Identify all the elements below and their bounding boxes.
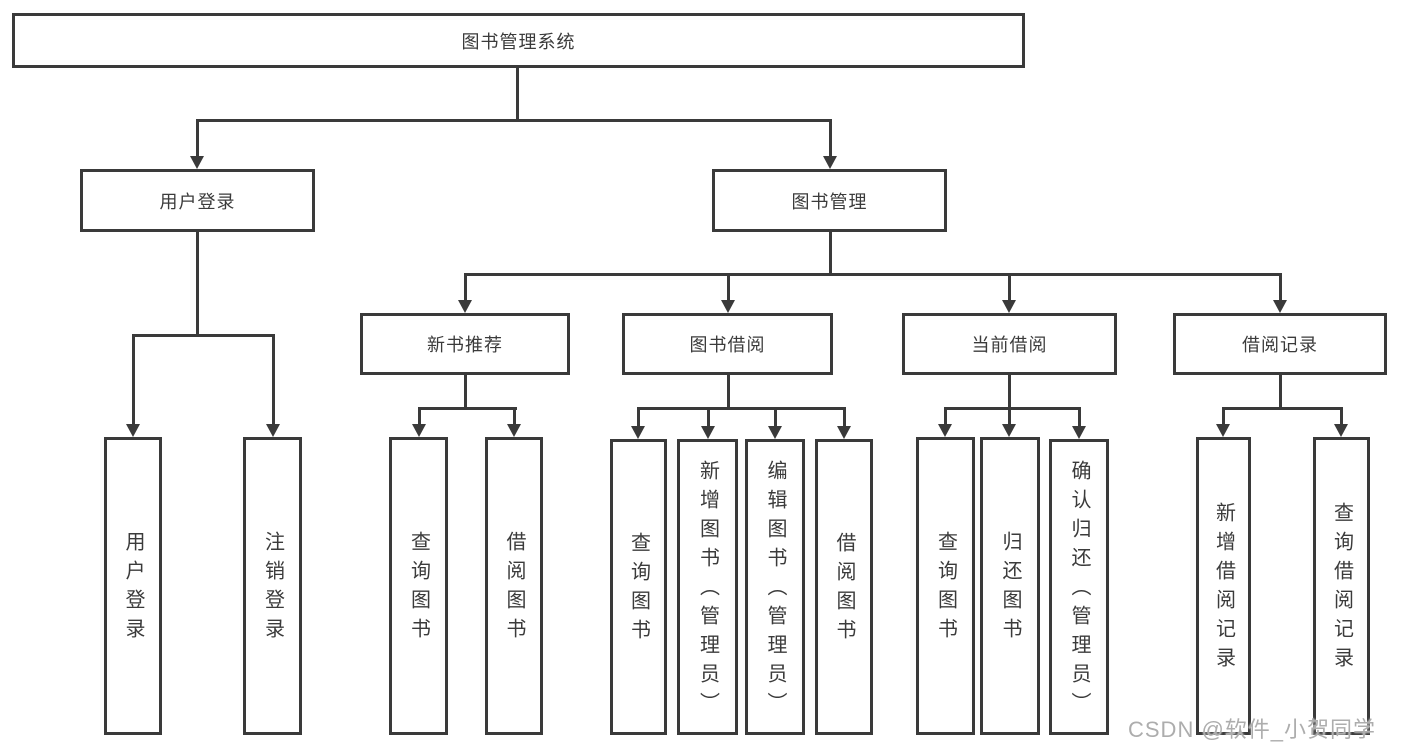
node-book-borrowing: 图书借阅 (622, 313, 833, 375)
arrow-down-icon (768, 426, 782, 439)
arrow-down-icon (1002, 424, 1016, 437)
leaf-borrow-books-1: 借阅图书 (485, 437, 543, 735)
connector-line (944, 407, 947, 425)
arrow-down-icon (1072, 426, 1086, 439)
leaf-edit-books-admin: 编辑图书（管理员） (745, 439, 805, 735)
connector-line (196, 232, 199, 337)
connector-line (843, 407, 846, 427)
node-new-book-recommend: 新书推荐 (360, 313, 570, 375)
node-library-system: 图书管理系统 (12, 13, 1025, 68)
connector-line (1008, 407, 1011, 425)
arrow-down-icon (1216, 424, 1230, 437)
arrow-down-icon (938, 424, 952, 437)
connector-line (1279, 273, 1282, 301)
connector-line (829, 119, 832, 157)
arrow-down-icon (1002, 300, 1016, 313)
connector-line (727, 273, 730, 301)
connector-line (707, 407, 710, 427)
leaf-query-books-3: 查询图书 (916, 437, 975, 735)
node-current-borrowing: 当前借阅 (902, 313, 1117, 375)
arrow-down-icon (126, 424, 140, 437)
leaf-add-borrow-record: 新增借阅记录 (1196, 437, 1251, 735)
arrow-down-icon (631, 426, 645, 439)
arrow-down-icon (507, 424, 521, 437)
connector-line (774, 407, 777, 427)
arrow-down-icon (1334, 424, 1348, 437)
connector-line (1340, 407, 1343, 425)
connector-line (637, 407, 846, 410)
leaf-add-books-admin: 新增图书（管理员） (677, 439, 738, 735)
arrow-down-icon (823, 156, 837, 169)
connector-line (1008, 273, 1011, 301)
connector-line (464, 273, 1282, 276)
leaf-query-books-2: 查询图书 (610, 439, 667, 735)
node-user-login: 用户登录 (80, 169, 315, 232)
connector-line (1222, 407, 1343, 410)
connector-line (464, 375, 467, 410)
connector-line (464, 273, 467, 301)
connector-line (272, 334, 275, 424)
leaf-confirm-return-admin: 确认归还（管理员） (1049, 439, 1109, 735)
node-book-management: 图书管理 (712, 169, 947, 232)
connector-line (513, 407, 516, 425)
connector-line (196, 119, 199, 157)
connector-line (829, 232, 832, 276)
connector-line (1222, 407, 1225, 425)
node-borrow-records: 借阅记录 (1173, 313, 1387, 375)
connector-line (516, 68, 519, 122)
connector-line (727, 375, 730, 410)
connector-line (1078, 407, 1081, 427)
leaf-return-books: 归还图书 (980, 437, 1040, 735)
arrow-down-icon (458, 300, 472, 313)
connector-line (1279, 375, 1282, 410)
arrow-down-icon (412, 424, 426, 437)
connector-line (418, 407, 421, 425)
arrow-down-icon (701, 426, 715, 439)
arrow-down-icon (190, 156, 204, 169)
arrow-down-icon (837, 426, 851, 439)
arrow-down-icon (266, 424, 280, 437)
connector-line (418, 407, 517, 410)
leaf-logout: 注销登录 (243, 437, 302, 735)
connector-line (132, 334, 135, 424)
connector-line (637, 407, 640, 427)
leaf-query-borrow-record: 查询借阅记录 (1313, 437, 1370, 735)
leaf-query-books-1: 查询图书 (389, 437, 448, 735)
arrow-down-icon (1273, 300, 1287, 313)
connector-line (944, 407, 1081, 410)
leaf-borrow-books-2: 借阅图书 (815, 439, 873, 735)
arrow-down-icon (721, 300, 735, 313)
leaf-user-login: 用户登录 (104, 437, 162, 735)
connector-line (132, 334, 275, 337)
connector-line (196, 119, 832, 122)
connector-line (1008, 375, 1011, 410)
csdn-watermark: CSDN @软件_小贺同学 (1128, 717, 1377, 742)
